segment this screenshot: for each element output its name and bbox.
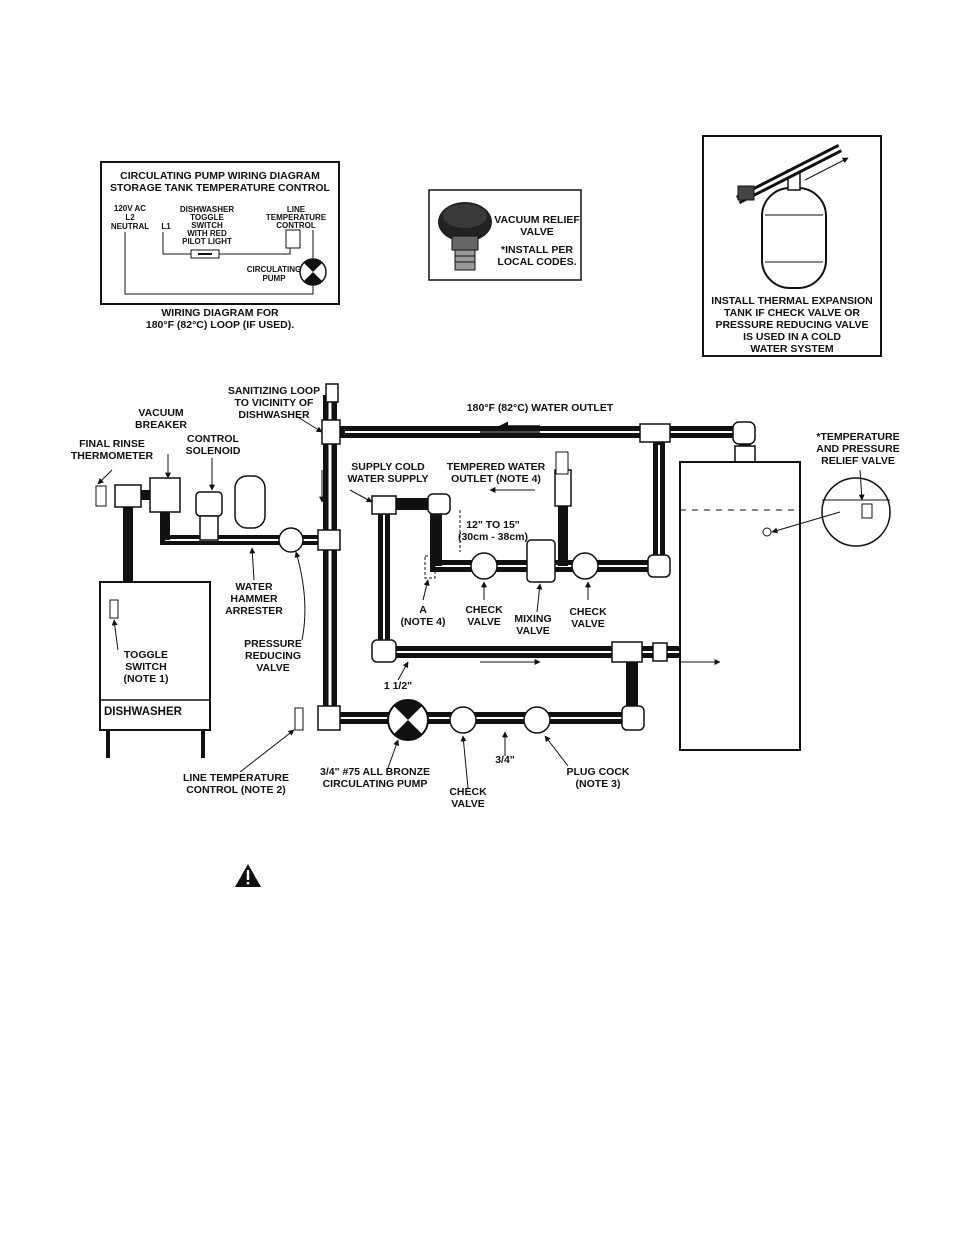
check-valve-1-label-1: CHECK [465, 604, 503, 616]
control-solenoid-label-2: SOLENOID [186, 445, 241, 457]
toggle-label-2: SWITCH [125, 661, 166, 673]
expansion-tank-box: INSTALL THERMAL EXPANSION TANK IF CHECK … [702, 135, 882, 357]
supply-cold-label-2: WATER SUPPLY [347, 473, 428, 485]
line-temperature-control-icon [294, 707, 304, 731]
mixing-label-1: MIXING [514, 613, 551, 625]
expansion-text-5: WATER SYSTEM [750, 343, 833, 355]
check-valve-1-label-2: VALVE [467, 616, 500, 628]
vacuum-relief-box: VACUUM RELIEF VALVE *INSTALL PER LOCAL C… [428, 189, 582, 281]
plug-cock-label-1: PLUG COCK [567, 766, 630, 778]
wiring-toggle-5: PILOT LIGHT [182, 237, 232, 246]
toggle-label-1: TOGGLE [124, 649, 168, 661]
expansion-text-1: INSTALL THERMAL EXPANSION [711, 295, 872, 307]
expansion-text-2: TANK IF CHECK VALVE OR [724, 307, 860, 319]
wiring-diagram-box: CIRCULATING PUMP WIRING DIAGRAM STORAGE … [100, 161, 340, 305]
tempered-label-1: TEMPERED WATER [447, 461, 546, 473]
wiring-pump-1: CIRCULATING [247, 265, 302, 274]
prv-label-2: REDUCING [245, 650, 301, 662]
wiring-line-temp-control-icon [285, 229, 301, 249]
check-valve-3-label-2: VALVE [451, 798, 484, 810]
sanitizing-label-2: TO VICINITY OF [235, 397, 315, 409]
tempered-label-2: OUTLET (NOTE 4) [451, 473, 541, 485]
supply-cold-label-1: SUPPLY COLD [351, 461, 425, 473]
wiring-toggle-4: WITH RED [187, 229, 227, 238]
wiring-caption-1: WIRING DIAGRAM FOR [161, 307, 279, 319]
final-rinse-label-1: FINAL RINSE [79, 438, 145, 450]
point-a-marker [424, 555, 436, 579]
wiring-title-1: CIRCULATING PUMP WIRING DIAGRAM [120, 170, 320, 182]
final-rinse-thermometer-icon [95, 485, 107, 507]
expansion-text-3: PRESSURE REDUCING VALVE [715, 319, 868, 331]
wiring-l1: L1 [161, 222, 171, 231]
expansion-text-4: IS USED IN A COLD [743, 331, 841, 343]
vacuum-relief-valve-icon [438, 202, 492, 271]
water-hammer-arrester-icon [234, 475, 266, 529]
tp-relief-valve-detail [821, 477, 891, 547]
check-valve-2-label-1: CHECK [569, 606, 607, 618]
expansion-tank-icon [735, 143, 849, 289]
mixing-label-2: VALVE [516, 625, 549, 637]
check-valve-2-label-2: VALVE [571, 618, 604, 630]
line-temp-label-2: CONTROL (NOTE 2) [186, 784, 286, 796]
plug-cock-label-2: (NOTE 3) [576, 778, 621, 790]
tp-relief-label-3: RELIEF VALVE [821, 455, 895, 467]
wiring-linetemp-1: LINE [287, 205, 306, 214]
wiring-pump-2: PUMP [262, 274, 286, 283]
wiring-linetemp-2: TEMPERATURE [266, 213, 327, 222]
labels: SANITIZING LOOP TO VICINITY OF DISHWASHE… [71, 385, 900, 810]
check-valve-3-label-1: CHECK [449, 786, 487, 798]
vacuum-breaker-label-1: VACUUM [138, 407, 184, 419]
water-outlet-label: 180°F (82°C) WATER OUTLET [467, 402, 614, 414]
pump-label-2: CIRCULATING PUMP [323, 778, 428, 790]
note-a-label-2: (NOTE 4) [401, 616, 446, 628]
vacuum-text-3: *INSTALL PER [501, 244, 573, 256]
wiring-linetemp-3: CONTROL [276, 221, 316, 230]
sanitizing-label-1: SANITIZING LOOP [228, 385, 320, 397]
warning-triangle-icon [235, 864, 261, 887]
final-rinse-label-2: THERMOMETER [71, 450, 154, 462]
control-solenoid-label-1: CONTROL [187, 433, 239, 445]
toggle-label-3: (NOTE 1) [124, 673, 169, 685]
tempered-thermometer-icon [555, 451, 569, 475]
wiring-toggle-2: TOGGLE [190, 213, 224, 222]
wiring-toggle-1: DISHWASHER [180, 205, 234, 214]
water-hammer-label-3: ARRESTER [225, 605, 283, 617]
pipe-size-large-label: 1 1/2" [384, 680, 412, 692]
dishwasher-label: DISHWASHER [104, 706, 183, 718]
pump-label-1: 3/4" #75 ALL BRONZE [320, 766, 430, 778]
check-valves [278, 527, 599, 734]
circulating-pump-icon [387, 699, 429, 741]
prv-label-1: PRESSURE [244, 638, 302, 650]
leader-lines [97, 415, 865, 789]
wiring-toggle-3: SWITCH [191, 221, 223, 230]
toggle-switch-icon [109, 599, 119, 619]
prv-label-3: VALVE [256, 662, 289, 674]
tp-relief-label-1: *TEMPERATURE [816, 431, 899, 443]
vacuum-text-2: VALVE [520, 226, 553, 238]
wiring-title-2: STORAGE TANK TEMPERATURE CONTROL [110, 182, 331, 194]
water-heater-tank [679, 461, 891, 751]
wiring-caption-2: 180°F (82°C) LOOP (IF USED). [146, 319, 294, 331]
pipe-size-small-label: 3/4" [495, 754, 515, 766]
tp-relief-label-2: AND PRESSURE [816, 443, 899, 455]
dishwasher: DISHWASHER [99, 581, 211, 758]
control-solenoid-icon [195, 491, 223, 541]
water-hammer-label-1: WATER [235, 581, 273, 593]
vacuum-text-1: VACUUM RELIEF [494, 214, 580, 226]
fittings [114, 383, 758, 731]
wiring-power-2: L2 [125, 213, 135, 222]
water-hammer-label-2: HAMMER [230, 593, 278, 605]
distance-label-1: 12" TO 15" [466, 519, 520, 531]
wiring-power-1: 120V AC [114, 204, 146, 213]
wiring-power-3: NEUTRAL [111, 222, 149, 231]
line-temp-label-1: LINE TEMPERATURE [183, 772, 289, 784]
wiring-pump-icon [299, 258, 327, 286]
sanitizing-label-3: DISHWASHER [238, 409, 310, 421]
distance-label-2: (30cm - 38cm) [458, 531, 528, 543]
note-a-label-1: A [419, 604, 427, 616]
vacuum-text-4: LOCAL CODES. [497, 256, 576, 268]
vacuum-breaker-label-2: BREAKER [135, 419, 187, 431]
